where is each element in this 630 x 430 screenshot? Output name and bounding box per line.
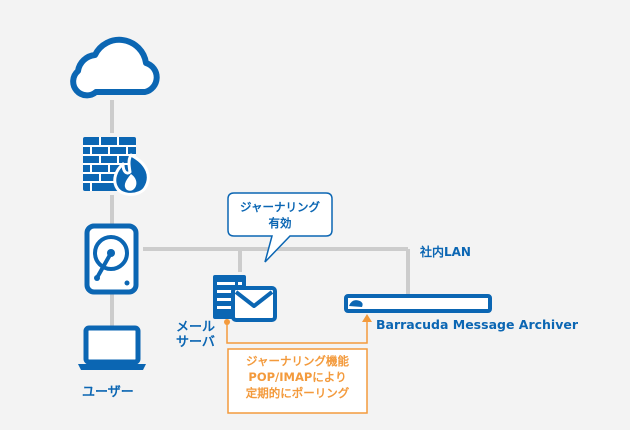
polling-origin-dot xyxy=(224,319,230,325)
lan-label: 社内LAN xyxy=(420,245,471,259)
firewall-icon xyxy=(83,137,150,196)
archiver-appliance-icon xyxy=(344,294,492,313)
mail-server-icon xyxy=(213,275,277,322)
journaling-callout-bubble xyxy=(227,192,333,263)
archiver-label: Barracuda Message Archiver xyxy=(376,317,579,332)
polling-connector xyxy=(226,320,368,344)
polling-callout-line3: 定期的にポーリング xyxy=(245,386,350,401)
user-label: ユーザー xyxy=(82,385,134,400)
mail-server-label-line2: サーバ xyxy=(176,334,215,350)
polling-callout-line2: POP/IMAPにより xyxy=(248,370,347,385)
polling-callout-line1: ジャーナリング機能 xyxy=(246,354,349,368)
mail-server-label-line1: メール xyxy=(176,320,216,335)
polling-callout-box xyxy=(227,348,368,414)
cloud-icon xyxy=(70,36,160,99)
polling-arrowhead xyxy=(362,314,372,322)
laptop-icon xyxy=(78,325,146,370)
polling-callout-text: ジャーナリング機能 POP/IMAPにより 定期的にポーリング xyxy=(228,353,367,401)
journaling-callout-line1: ジャーナリング xyxy=(240,200,320,214)
journaling-callout-line2: 有効 xyxy=(268,216,292,231)
journaling-callout-text: ジャーナリング 有効 xyxy=(228,199,332,231)
mail-server-label: メール サーバ xyxy=(176,320,216,351)
hard-disk-icon xyxy=(84,223,139,295)
